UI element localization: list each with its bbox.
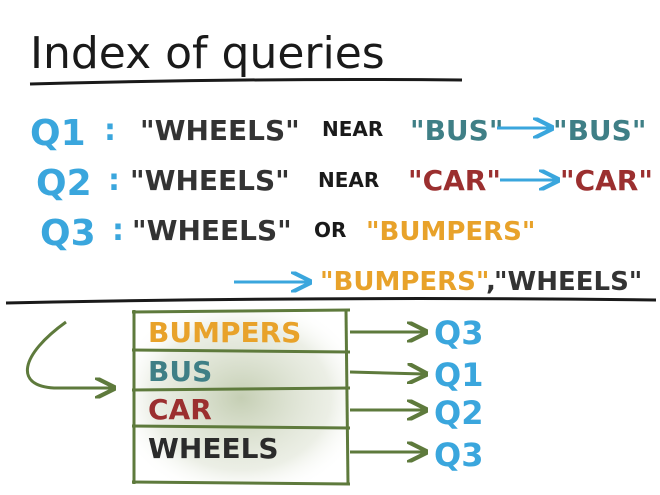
index-term: CAR	[148, 393, 212, 426]
query-operator: NEAR	[322, 117, 383, 141]
index-query: Q3	[434, 436, 483, 474]
query-id: Q3	[40, 213, 96, 254]
query-result: "BUS"	[553, 114, 646, 147]
index-query: Q1	[434, 356, 483, 394]
section-divider	[5, 297, 657, 305]
query-row-q2: Q2 : "WHEELS" NEAR "CAR" "CAR"	[36, 163, 653, 204]
query-result-a: "BUMPERS"	[320, 267, 489, 297]
title-underline	[29, 78, 463, 86]
query-term-2: "CAR"	[408, 164, 501, 197]
index-term: WHEELS	[148, 432, 279, 465]
query-result: "CAR"	[560, 164, 653, 197]
index-term: BUMPERS	[148, 316, 301, 349]
query-result-row-q3: "BUMPERS" , "WHEELS"	[234, 267, 642, 297]
query-operator: NEAR	[318, 168, 379, 192]
index-query: Q2	[434, 394, 483, 432]
query-result-b: "WHEELS"	[494, 267, 642, 297]
index-arrow	[349, 372, 424, 374]
query-colon: :	[112, 213, 124, 248]
query-row-q1: Q1 : "WHEELS" NEAR "BUS" "BUS"	[30, 113, 646, 154]
query-operator: OR	[314, 218, 346, 242]
query-id: Q1	[30, 113, 86, 154]
diagram-title: Index of queries	[30, 28, 385, 79]
query-term-2: "BUMPERS"	[366, 217, 535, 247]
query-term-1: "WHEELS"	[140, 114, 300, 147]
query-term-1: "WHEELS"	[132, 214, 292, 247]
index-table: BUMPERS BUS CAR WHEELS	[131, 308, 351, 486]
query-term-1: "WHEELS"	[130, 164, 290, 197]
query-row-q3: Q3 : "WHEELS" OR "BUMPERS"	[40, 213, 535, 254]
index-table-shading	[134, 312, 348, 484]
query-id: Q2	[36, 163, 92, 204]
query-term-2: "BUS"	[410, 114, 503, 147]
index-term: BUS	[148, 355, 212, 388]
curved-arrow	[26, 320, 112, 388]
query-colon: :	[104, 113, 116, 148]
query-colon: :	[108, 163, 120, 198]
index-query: Q3	[434, 314, 483, 352]
query-result-separator: ,	[486, 267, 496, 297]
